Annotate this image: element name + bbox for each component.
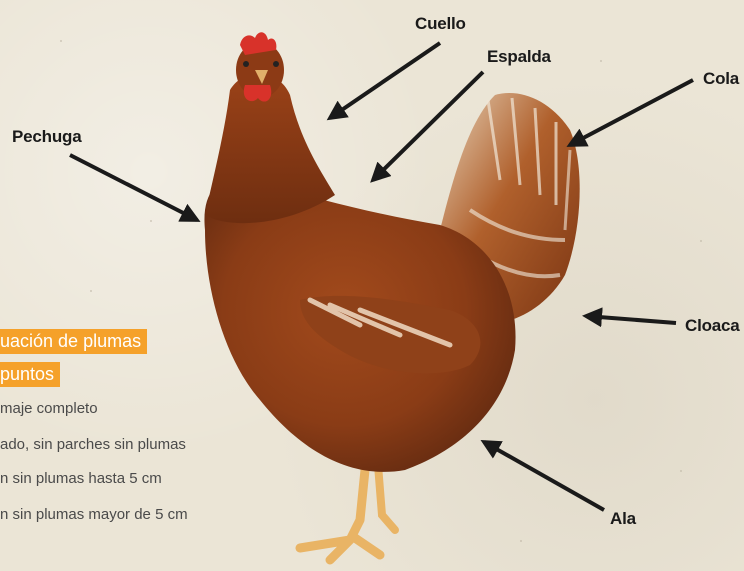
label-cola: Cola bbox=[703, 69, 740, 88]
arrow-espalda bbox=[370, 70, 485, 183]
label-pechuga: Pechuga bbox=[12, 127, 82, 146]
label-ala: Ala bbox=[610, 509, 636, 528]
arrow-cloaca bbox=[582, 307, 677, 328]
arrow-cuello bbox=[326, 41, 442, 121]
label-cloaca: Cloaca bbox=[685, 316, 740, 335]
label-espalda: Espalda bbox=[487, 47, 551, 66]
panel-item: n sin plumas mayor de 5 cm bbox=[0, 506, 188, 523]
panel-title-line2: puntos bbox=[0, 362, 61, 387]
label-cuello: Cuello bbox=[415, 14, 466, 33]
paper-speck bbox=[90, 290, 92, 292]
arrow-ala bbox=[480, 440, 605, 512]
paper-speck bbox=[700, 240, 702, 242]
arrow-cola bbox=[566, 78, 694, 147]
paper-speck bbox=[520, 540, 522, 542]
hen-legs bbox=[295, 461, 399, 565]
panel-item: n sin plumas hasta 5 cm bbox=[0, 470, 162, 487]
arrow-pechuga bbox=[69, 153, 201, 222]
hen-neck-head bbox=[205, 32, 335, 224]
panel-item: ado, sin parches sin plumas bbox=[0, 436, 186, 453]
panel-title-line1: uación de plumas bbox=[0, 329, 148, 354]
panel-item: maje completo bbox=[0, 400, 98, 417]
paper-speck bbox=[680, 470, 682, 472]
paper-speck bbox=[60, 40, 62, 42]
paper-speck bbox=[150, 220, 152, 222]
hen-body bbox=[204, 178, 516, 472]
paper-speck bbox=[600, 60, 602, 62]
